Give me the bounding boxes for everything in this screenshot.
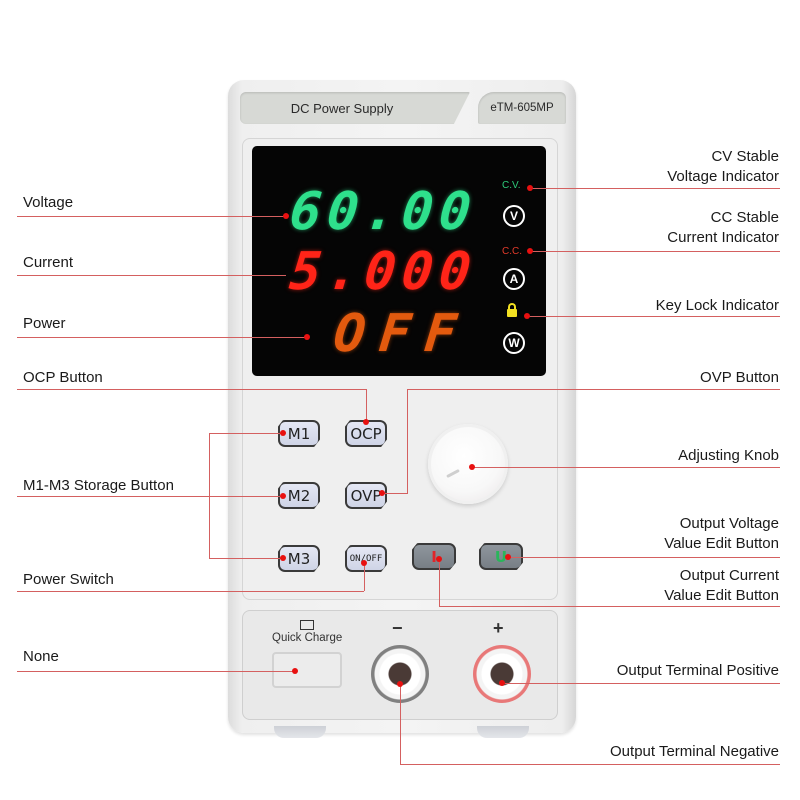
callout-dot <box>280 430 286 436</box>
callout-line <box>209 558 281 559</box>
callout-line <box>530 251 780 252</box>
callout-dot <box>469 464 475 470</box>
callout-dot <box>436 556 442 562</box>
callout-none: None <box>23 648 59 665</box>
device-foot-right <box>477 726 529 738</box>
callout-line <box>400 684 401 764</box>
battery-charge-icon <box>300 620 314 630</box>
m1-storage-button[interactable]: M1 <box>278 420 320 447</box>
device-title-plate: DC Power Supply <box>240 92 470 124</box>
power-switch-button[interactable]: ON/OFF <box>345 545 387 572</box>
callout-voltage: Voltage <box>23 194 74 211</box>
callout-knob: Adjusting Knob <box>678 447 779 464</box>
callout-line <box>17 216 286 217</box>
callout-line <box>209 433 281 434</box>
callout-line <box>17 496 281 497</box>
callout-line <box>364 563 365 591</box>
callout-line <box>17 591 364 592</box>
callout-dot <box>304 334 310 340</box>
callout-dot <box>280 555 286 561</box>
callout-dot <box>280 493 286 499</box>
callout-key-lock: Key Lock Indicator <box>655 297 779 314</box>
current-readout: 5.000 <box>286 242 480 302</box>
callout-line <box>366 389 367 422</box>
power-readout: OFF <box>330 304 474 364</box>
callout-line <box>384 493 408 494</box>
callout-line <box>530 188 780 189</box>
current-edit-button[interactable]: I <box>412 543 456 570</box>
callout-dot <box>397 681 403 687</box>
callout-voltage-edit: Output Voltage Value Edit Button <box>664 515 779 552</box>
cv-indicator: C.V. <box>502 180 521 191</box>
amp-unit-icon: A <box>503 268 525 290</box>
voltage-edit-icon: U <box>494 547 508 566</box>
callout-line <box>502 683 780 684</box>
callout-cv-indicator: CV Stable Voltage Indicator <box>667 148 779 185</box>
callout-cc-indicator: CC Stable Current Indicator <box>667 209 779 246</box>
callout-line <box>17 671 295 672</box>
callout-dot <box>363 419 369 425</box>
adjusting-knob[interactable] <box>428 424 508 504</box>
callout-power: Power <box>23 315 66 332</box>
callout-line <box>439 606 780 607</box>
callout-dot <box>292 668 298 674</box>
device-foot-left <box>274 726 326 738</box>
callout-line <box>400 764 780 765</box>
voltage-readout: 60.00 <box>286 182 480 242</box>
callout-dot <box>361 560 367 566</box>
current-edit-icon: I <box>431 547 437 566</box>
quick-charge-label: Quick Charge <box>272 632 343 644</box>
callout-current: Current <box>23 254 74 271</box>
callout-line <box>508 557 780 558</box>
callout-line <box>209 433 210 558</box>
callout-line <box>17 275 286 276</box>
callout-line <box>407 389 780 390</box>
lock-icon <box>507 303 517 317</box>
callout-dot <box>283 213 289 219</box>
callout-line <box>472 467 780 468</box>
callout-dot <box>505 554 511 560</box>
callout-dot <box>527 248 533 254</box>
callout-line <box>407 389 408 493</box>
callout-line <box>17 389 366 390</box>
negative-sign: − <box>392 618 403 638</box>
voltage-edit-button[interactable]: U <box>479 543 523 570</box>
callout-terminal-negative: Output Terminal Negative <box>610 743 779 760</box>
callout-line <box>439 559 440 606</box>
quick-charge-port[interactable] <box>272 652 342 688</box>
callout-dot <box>499 680 505 686</box>
callout-dot <box>527 185 533 191</box>
callout-power-switch: Power Switch <box>23 571 114 588</box>
device-model-plate: eTM-605MP <box>478 92 566 124</box>
callout-line <box>17 337 307 338</box>
callout-dot <box>379 490 385 496</box>
positive-sign: + <box>493 618 504 638</box>
callout-storage: M1-M3 Storage Button <box>23 477 174 494</box>
watt-unit-icon: W <box>503 332 525 354</box>
callout-ovp: OVP Button <box>700 369 779 386</box>
cc-indicator: C.C. <box>502 246 522 257</box>
positive-output-terminal[interactable] <box>473 645 531 703</box>
volt-unit-icon: V <box>503 205 525 227</box>
callout-terminal-positive: Output Terminal Positive <box>616 662 779 679</box>
callout-line <box>527 316 780 317</box>
callout-ocp: OCP Button <box>23 369 103 386</box>
callout-current-edit: Output Current Value Edit Button <box>664 567 779 604</box>
callout-dot <box>524 313 530 319</box>
